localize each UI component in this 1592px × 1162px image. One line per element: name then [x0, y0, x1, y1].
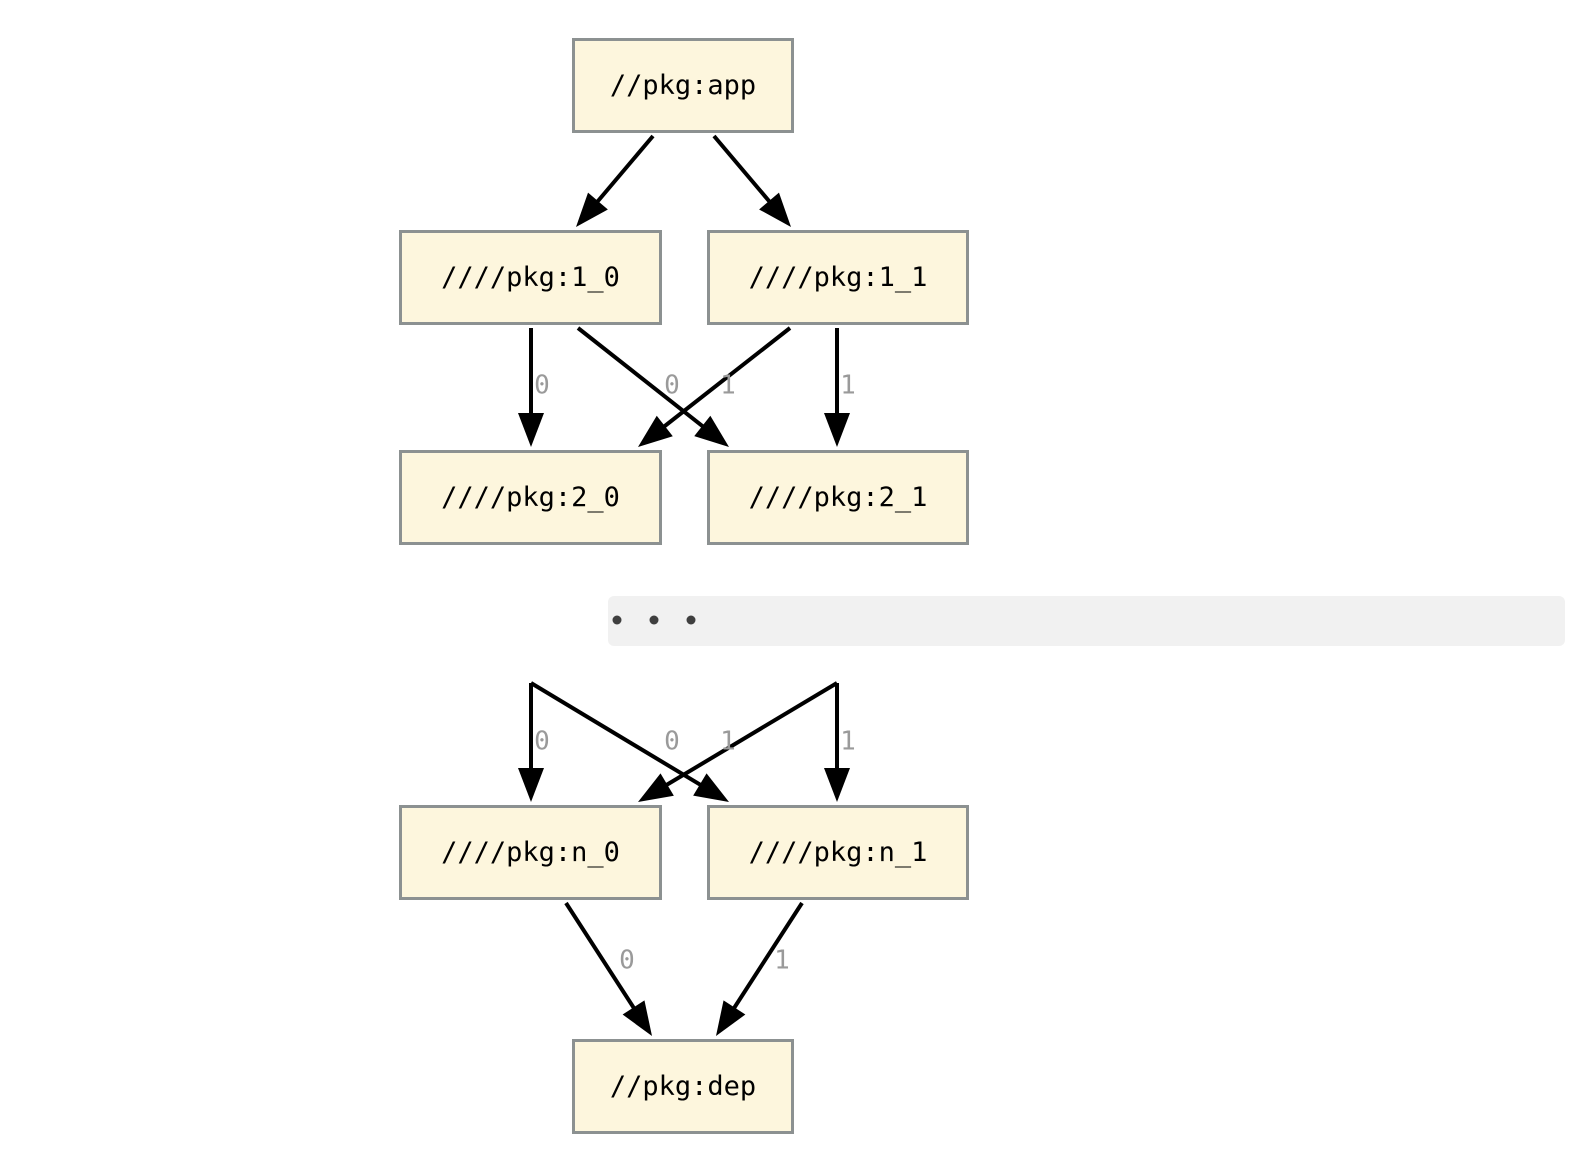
ellipsis-dot-1	[649, 615, 659, 625]
edge-line	[592, 134, 655, 207]
edge-label-ln_0-dep: 0	[619, 946, 635, 976]
edge-label-mid1-ln_0: 1	[720, 727, 736, 757]
node-box[interactable]	[399, 805, 662, 900]
edge-label-l1_0-l2_1: 0	[664, 371, 680, 401]
ellipsis-band	[608, 596, 1565, 646]
node-app[interactable]: //pkg:app	[572, 38, 794, 133]
node-label: //pkg:app	[610, 70, 756, 101]
edge-arrowhead	[694, 415, 729, 447]
edge-arrowhead	[576, 192, 608, 227]
node-box[interactable]	[707, 230, 969, 325]
node-label: ////pkg:2_1	[749, 482, 928, 513]
edge-app-to-l1_0	[576, 134, 655, 227]
node-label: ////pkg:2_0	[441, 482, 620, 513]
edge-l1_0-to-l2_0	[518, 328, 544, 447]
node-l2_0[interactable]: ////pkg:2_0	[399, 450, 662, 545]
edge-line	[658, 326, 792, 432]
edge-l1_0-to-l2_1	[576, 326, 729, 447]
edge-line	[564, 901, 639, 1014]
ellipsis-section	[608, 596, 1565, 646]
edge-label-mid1-ln_1: 1	[840, 727, 856, 757]
edge-arrowhead	[622, 1000, 652, 1036]
edge-arrowhead	[824, 768, 850, 802]
node-label: //pkg:dep	[610, 1071, 756, 1102]
ellipsis-dots	[612, 615, 696, 625]
edge-arrowhead	[824, 413, 850, 447]
node-label: ////pkg:n_0	[441, 837, 620, 868]
edge-line	[661, 681, 839, 790]
edge-l1_1-to-l2_0	[638, 326, 792, 447]
node-label: ////pkg:n_1	[749, 837, 928, 868]
nodes-layer: //pkg:app ////pkg:1_0 ////pkg:1_1 ////pkg:2…	[399, 38, 969, 1134]
edge-arrowhead	[759, 192, 791, 227]
node-box[interactable]	[572, 1039, 794, 1134]
edge-label-l1_1-l2_1: 1	[840, 371, 856, 401]
edge-arrowhead	[716, 1000, 746, 1036]
edge-ln_1-to-dep	[716, 901, 804, 1036]
ellipsis-dot-0	[612, 615, 622, 625]
edge-line	[576, 326, 709, 432]
edge-label-ln_1-dep: 1	[774, 946, 790, 976]
edge-arrowhead	[518, 768, 544, 802]
edge-label-l1_0-l2_0: 0	[534, 371, 550, 401]
node-l2_1[interactable]: ////pkg:2_1	[707, 450, 969, 545]
ellipsis-dot-2	[686, 615, 696, 625]
node-box[interactable]	[707, 450, 969, 545]
edge-line	[712, 134, 775, 207]
edge-label-mid0-ln_1: 0	[664, 727, 680, 757]
edge-label-l1_1-l2_0: 1	[720, 371, 736, 401]
node-ln_0[interactable]: ////pkg:n_0	[399, 805, 662, 900]
edge-mid1-to-ln_1	[824, 683, 850, 802]
edge-arrowhead	[638, 773, 674, 802]
node-l1_1[interactable]: ////pkg:1_1	[707, 230, 969, 325]
node-box[interactable]	[572, 38, 794, 133]
edge-mid0-to-ln_0	[518, 683, 544, 802]
edge-mid0-to-ln_1	[529, 681, 729, 802]
node-label: ////pkg:1_0	[441, 262, 620, 293]
node-box[interactable]	[707, 805, 969, 900]
edge-arrowhead	[693, 773, 729, 802]
edge-line	[729, 901, 804, 1014]
edge-arrowhead	[518, 413, 544, 447]
node-l1_0[interactable]: ////pkg:1_0	[399, 230, 662, 325]
edge-arrowhead	[638, 415, 673, 447]
node-dep[interactable]: //pkg:dep	[572, 1039, 794, 1134]
edges-layer	[518, 134, 850, 1036]
edge-mid1-to-ln_0	[638, 681, 839, 802]
edge-l1_1-to-l2_1	[824, 328, 850, 447]
edge-ln_0-to-dep	[564, 901, 652, 1036]
node-box[interactable]	[399, 230, 662, 325]
node-box[interactable]	[399, 450, 662, 545]
edge-labels-layer: 0 0 1 1 0 0 1 1 0 1	[534, 371, 856, 976]
node-label: ////pkg:1_1	[749, 262, 928, 293]
edge-label-mid0-ln_0: 0	[534, 727, 550, 757]
edge-app-to-l1_1	[712, 134, 791, 227]
node-ln_1[interactable]: ////pkg:n_1	[707, 805, 969, 900]
edge-line	[529, 681, 707, 790]
